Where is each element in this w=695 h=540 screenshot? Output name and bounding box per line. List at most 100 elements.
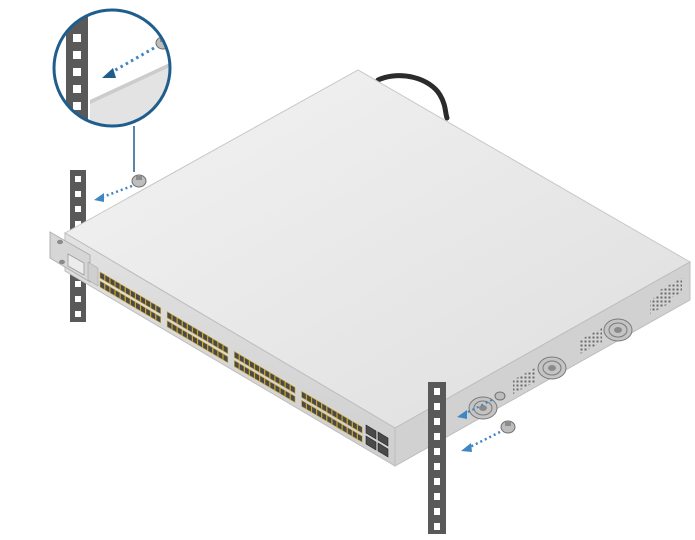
cage-nut-screw-icon bbox=[494, 391, 506, 401]
rail-hole bbox=[75, 281, 81, 287]
ethernet-port bbox=[290, 384, 296, 394]
ethernet-port bbox=[217, 350, 223, 361]
ethernet-port bbox=[109, 286, 115, 297]
ethernet-port bbox=[249, 360, 255, 370]
ethernet-port bbox=[177, 326, 183, 336]
ethernet-port bbox=[239, 354, 245, 364]
ethernet-port bbox=[155, 313, 161, 324]
vent-grille bbox=[580, 328, 602, 354]
dotted-insert-arrow-icon bbox=[102, 46, 155, 78]
ethernet-port bbox=[264, 369, 270, 379]
ethernet-port bbox=[177, 317, 183, 327]
ethernet-port bbox=[274, 384, 281, 394]
ethernet-port bbox=[306, 402, 312, 413]
ethernet-port bbox=[274, 375, 281, 385]
ethernet-port bbox=[172, 314, 178, 324]
ethernet-port bbox=[331, 417, 338, 428]
dotted-insert-arrow-icon bbox=[94, 184, 133, 202]
ethernet-port bbox=[202, 332, 208, 343]
ethernet-port bbox=[223, 344, 229, 355]
sfp-port bbox=[377, 431, 389, 447]
ethernet-port bbox=[347, 418, 353, 428]
ethernet-port bbox=[207, 335, 213, 346]
rail-hole bbox=[75, 221, 81, 227]
sfp-port bbox=[365, 435, 377, 451]
brand-label bbox=[87, 261, 99, 287]
ethernet-port bbox=[120, 283, 126, 294]
rail-hole bbox=[73, 34, 81, 42]
rail-hole bbox=[73, 102, 81, 110]
cage-nut-screw-icon bbox=[500, 420, 516, 434]
fan-hub bbox=[479, 405, 487, 411]
ethernet-port bbox=[264, 378, 270, 388]
ethernet-port bbox=[321, 402, 327, 413]
ethernet-port bbox=[182, 320, 188, 330]
fan-hub bbox=[548, 365, 556, 371]
ethernet-port bbox=[197, 329, 203, 340]
ethernet-port bbox=[140, 304, 146, 315]
ethernet-port bbox=[316, 408, 322, 419]
ethernet-port bbox=[166, 320, 172, 330]
rail-hole bbox=[434, 448, 440, 455]
vent-grille bbox=[513, 368, 535, 394]
ethernet-port bbox=[202, 341, 208, 352]
ethernet-port bbox=[187, 323, 193, 333]
ethernet-port bbox=[135, 301, 141, 312]
ethernet-port bbox=[99, 271, 105, 282]
zoom-callout-circle bbox=[52, 8, 172, 128]
ethernet-port bbox=[99, 280, 105, 291]
ethernet-port bbox=[259, 375, 265, 385]
ethernet-port bbox=[150, 301, 156, 312]
sfp-port-array bbox=[365, 424, 389, 458]
ethernet-port bbox=[212, 338, 218, 349]
ethernet-port bbox=[104, 274, 110, 285]
rail-hole bbox=[73, 119, 81, 126]
ethernet-port bbox=[104, 283, 110, 294]
ethernet-port bbox=[192, 326, 198, 336]
ethernet-port bbox=[321, 411, 327, 422]
ethernet-port bbox=[326, 405, 332, 416]
rail-hole bbox=[75, 311, 81, 317]
ethernet-port bbox=[212, 347, 218, 358]
ethernet-port bbox=[166, 311, 172, 321]
ethernet-port bbox=[336, 420, 343, 431]
ethernet-port bbox=[192, 335, 198, 345]
side-vents-and-fans bbox=[468, 278, 682, 420]
ethernet-port bbox=[331, 408, 338, 419]
ethernet-port bbox=[155, 304, 161, 315]
ethernet-port bbox=[311, 396, 317, 407]
ethernet-port bbox=[145, 307, 151, 318]
ethernet-port bbox=[352, 430, 358, 440]
switch-chassis-top bbox=[63, 69, 692, 429]
ethernet-port bbox=[316, 399, 322, 410]
ethernet-port bbox=[234, 351, 240, 361]
ethernet-port bbox=[125, 295, 131, 306]
ethernet-port bbox=[223, 353, 229, 364]
ethernet-port bbox=[336, 411, 343, 422]
rail-hole bbox=[75, 206, 81, 212]
ethernet-port-array bbox=[99, 271, 363, 443]
ethernet-port bbox=[285, 390, 291, 400]
sfp-port bbox=[365, 424, 377, 440]
rail-hole bbox=[434, 508, 440, 515]
ethernet-port bbox=[249, 369, 255, 379]
ethernet-port bbox=[301, 390, 307, 401]
dotted-insert-arrow-icon bbox=[461, 430, 501, 452]
rail-hole bbox=[434, 403, 440, 410]
rail-hole bbox=[73, 85, 81, 93]
dotted-insert-arrow-icon bbox=[457, 399, 493, 419]
ethernet-port bbox=[259, 366, 265, 376]
vent-grille bbox=[660, 278, 682, 304]
cage-nut-screw-icon bbox=[131, 174, 147, 188]
fan-ring bbox=[473, 400, 493, 416]
ethernet-port bbox=[120, 292, 126, 303]
ethernet-port bbox=[187, 332, 193, 342]
rail-hole bbox=[75, 296, 81, 302]
ethernet-port bbox=[254, 363, 260, 373]
ethernet-port bbox=[279, 387, 286, 397]
ethernet-port bbox=[150, 310, 156, 321]
front-display bbox=[67, 253, 85, 276]
rail-hole bbox=[434, 478, 440, 485]
rail-hole bbox=[434, 433, 440, 440]
